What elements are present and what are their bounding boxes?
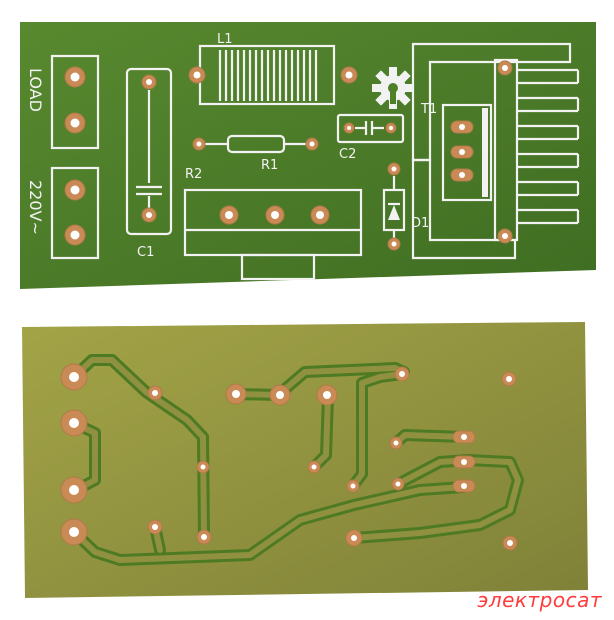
r1-label: R1 bbox=[261, 158, 278, 173]
top-board: LOAD 220V~ C1 bbox=[20, 22, 596, 289]
copper-traces-inner bbox=[71, 357, 521, 563]
top-board-substrate bbox=[20, 22, 596, 289]
r1-resistor: R1 bbox=[192, 134, 319, 173]
mains-terminal: 220V~ bbox=[26, 166, 100, 260]
t1-label: T1 bbox=[420, 102, 437, 117]
t1-heatsink: T1 bbox=[411, 42, 580, 260]
c1-label: C1 bbox=[137, 245, 154, 260]
d1-diode: D1 bbox=[382, 162, 429, 251]
l1-coil bbox=[218, 50, 318, 101]
c2-label: C2 bbox=[339, 147, 356, 162]
gear-icon bbox=[372, 67, 414, 109]
watermark: электросат bbox=[477, 588, 602, 612]
l1-label: L1 bbox=[217, 32, 233, 47]
d1-label: D1 bbox=[411, 216, 429, 231]
c2-capacitor: C2 bbox=[336, 113, 405, 162]
l1-inductor: L1 bbox=[188, 32, 358, 106]
r2-component: R2 bbox=[183, 167, 363, 281]
load-terminal: LOAD bbox=[26, 54, 100, 150]
copper-pads bbox=[60, 363, 518, 551]
mains-label: 220V~ bbox=[26, 180, 45, 235]
load-label: LOAD bbox=[26, 68, 45, 112]
c1-capacitor: C1 bbox=[125, 67, 173, 260]
bottom-board bbox=[22, 322, 588, 598]
r2-label: R2 bbox=[185, 167, 202, 182]
